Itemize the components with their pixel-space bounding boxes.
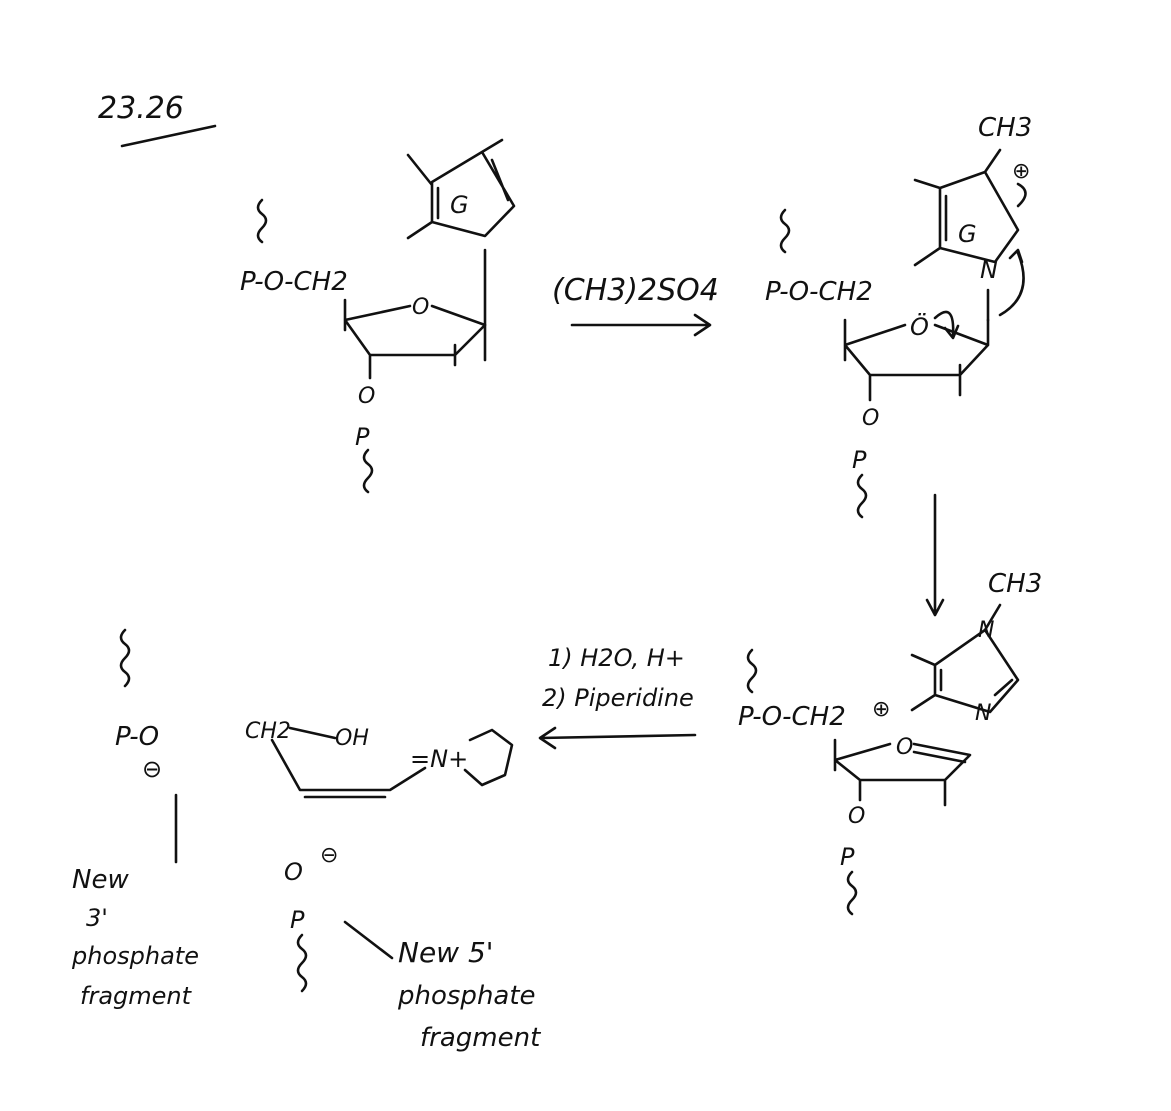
- chain-wavy-bond: [119, 628, 131, 688]
- reagent-step-2: 2) Piperidine: [542, 684, 694, 712]
- chain-wavy-bond: [256, 198, 268, 244]
- problem-number: 23.26: [98, 91, 184, 126]
- reaction-arrow-down: [925, 493, 945, 617]
- ch2-label: CH2: [245, 719, 291, 744]
- label-pointer: [343, 920, 394, 960]
- phosphate-oxygen: O: [848, 804, 865, 829]
- base-ring: [913, 148, 1020, 267]
- sugar-ring: [833, 738, 972, 807]
- chain-wavy-bond: [362, 448, 374, 494]
- phosphate-oxygen: O: [358, 384, 375, 409]
- ring-oxygen: O: [896, 735, 913, 760]
- positive-charge: ⊕: [872, 697, 890, 722]
- methyl-label: CH3: [988, 569, 1042, 599]
- phosphate-group: P-O: [115, 722, 159, 752]
- label-line: fragment: [80, 982, 193, 1010]
- curved-arrow: [998, 248, 1025, 317]
- ring-oxygen: O: [412, 295, 429, 320]
- ring-nitrogen: N: [980, 256, 998, 284]
- base-ring: [406, 138, 516, 240]
- molecule-2-methylated: P-O-CH2 Ö G CH3 ⊕ N O P: [765, 113, 1032, 519]
- base-label: G: [958, 220, 977, 248]
- product-sugar-iminium: CH2 OH =N+: [245, 719, 514, 799]
- negative-charge: ⊖: [142, 755, 162, 783]
- product-5prime-fragment: O ⊖ P New 5' phosphate fragment: [284, 843, 541, 1053]
- ring-nitrogen-top: N: [978, 618, 994, 643]
- reaction-arrow-left: [538, 726, 697, 750]
- negative-charge: ⊖: [320, 843, 338, 868]
- chain-wavy-bond: [746, 648, 758, 694]
- ring-nitrogen-bottom: N: [975, 701, 991, 726]
- sugar-chain-label: P-O-CH2: [240, 267, 348, 297]
- product-3prime-fragment: P-O ⊖ New 3' phosphate fragment: [71, 628, 199, 1010]
- methyl-label: CH3: [978, 113, 1032, 143]
- iminium-label: =N+: [410, 745, 468, 773]
- reaction-arrow-right: [570, 313, 712, 337]
- sugar-ring: [843, 318, 990, 402]
- phosphate-p: P: [355, 423, 370, 451]
- chain-wavy-bond: [856, 473, 868, 519]
- chain-wavy-bond: [846, 870, 858, 916]
- base-label: G: [450, 191, 469, 219]
- oh-label: OH: [335, 726, 369, 751]
- reagent-step-1: 1) H2O, H+: [548, 644, 685, 672]
- curved-arrow: [933, 310, 960, 340]
- problem-number-underline: [120, 124, 217, 148]
- label-line: New: [72, 865, 129, 895]
- reagent-1: (CH3)2SO4: [552, 273, 719, 308]
- label-line: 3': [86, 904, 108, 932]
- piperidine-ring: [463, 728, 514, 787]
- label-line: phosphate: [71, 942, 199, 970]
- chain-wavy-bond: [296, 933, 308, 993]
- curved-arrow: [1016, 182, 1027, 208]
- phosphate-p: P: [290, 906, 305, 934]
- label-line: fragment: [420, 1023, 541, 1053]
- oxygen-label: O: [284, 858, 303, 886]
- chain-bonds: [270, 726, 427, 799]
- ring-oxygen: Ö: [910, 312, 929, 341]
- base-ring: [910, 603, 1020, 714]
- positive-charge: ⊕: [1012, 159, 1030, 184]
- phosphate-oxygen: O: [862, 406, 879, 431]
- chain-wavy-bond: [779, 208, 791, 254]
- sugar-ring: [343, 298, 487, 380]
- sugar-chain-label: P-O-CH2: [765, 277, 873, 307]
- sugar-chain-label: P-O-CH2: [738, 702, 846, 732]
- phosphate-p: P: [840, 843, 855, 871]
- phosphate-p: P: [852, 446, 867, 474]
- molecule-1-nucleotide: P-O-CH2 O G O P: [240, 138, 516, 494]
- molecule-3-ring-opened: P-O-CH2 ⊕ O CH3 N N O P: [738, 569, 1042, 916]
- label-line: New 5': [398, 936, 493, 969]
- label-line: phosphate: [397, 981, 536, 1011]
